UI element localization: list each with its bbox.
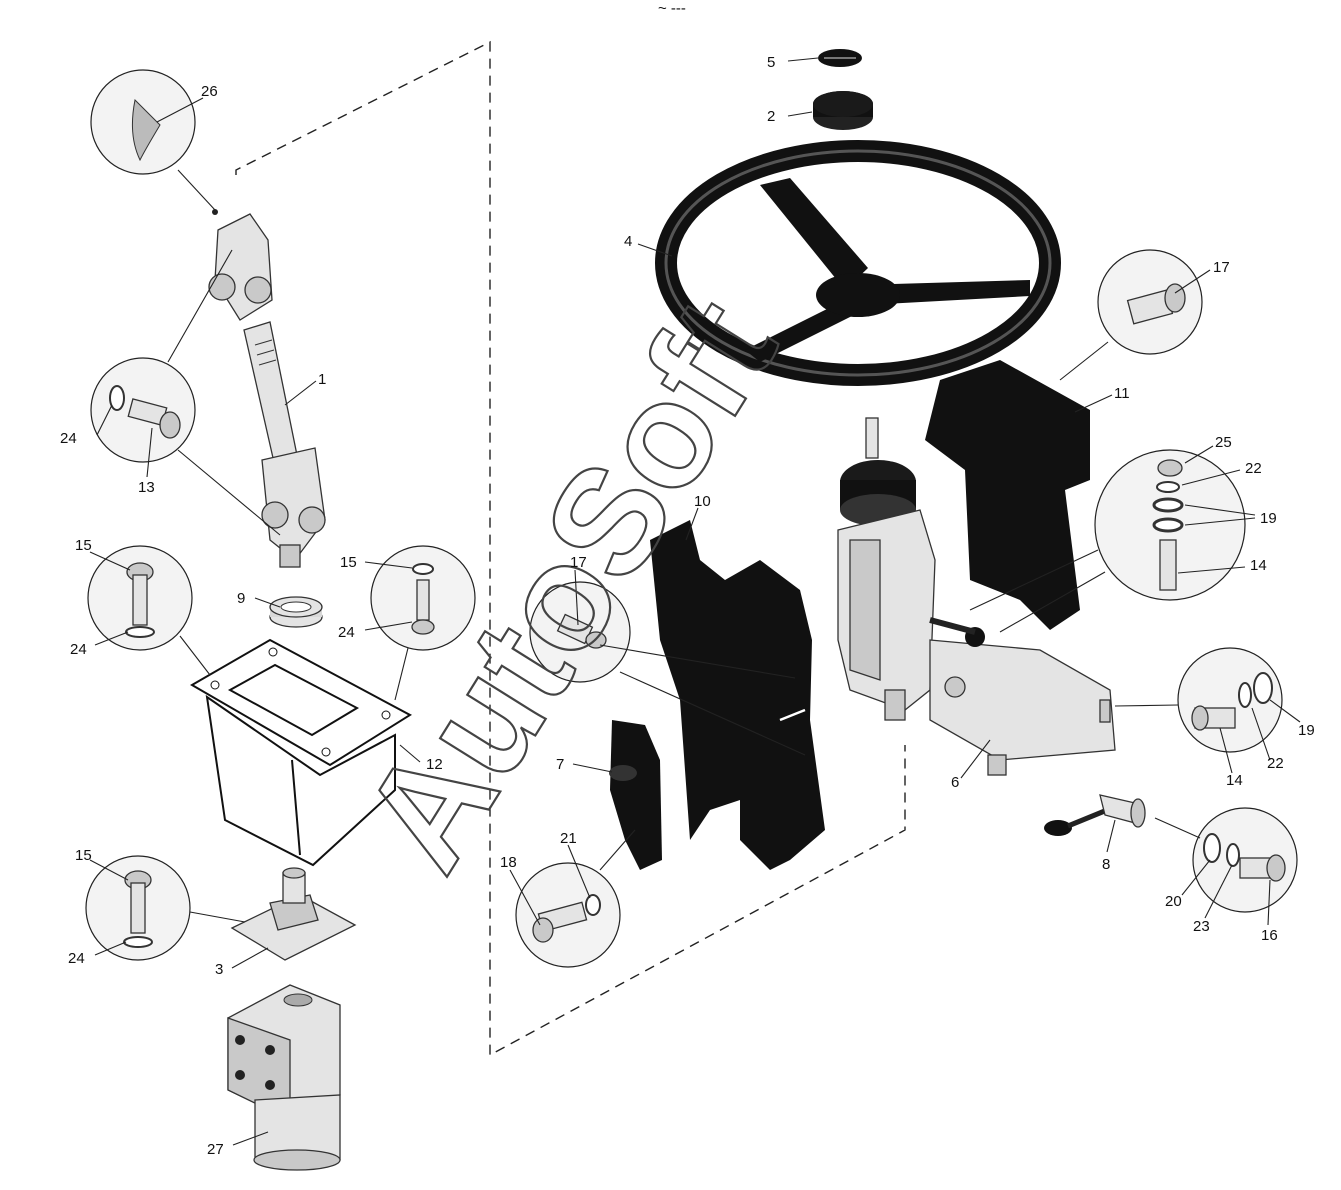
callout-17-b: 17 <box>570 554 587 571</box>
callout-14-a: 14 <box>1250 557 1267 574</box>
callout-6: 6 <box>951 774 959 791</box>
callout-13: 13 <box>138 479 155 496</box>
callout-2: 2 <box>767 108 775 125</box>
left-cover <box>650 520 825 870</box>
callout-24-d: 24 <box>68 950 85 967</box>
assembly-dashed-outline <box>235 40 906 1057</box>
callout-16: 16 <box>1261 927 1278 944</box>
detail-bubble-15-24-left <box>87 545 193 651</box>
callout-pointers <box>89 57 1301 1146</box>
callout-10: 10 <box>694 493 711 510</box>
callout-12: 12 <box>426 756 443 773</box>
detail-bubble-16-20-23 <box>1192 807 1298 913</box>
callout-26: 26 <box>201 83 218 100</box>
callout-21: 21 <box>560 830 577 847</box>
callout-20: 20 <box>1165 893 1182 910</box>
detail-bubble-14-19-22-25 <box>1094 449 1246 601</box>
detail-bubble-17-lower <box>529 581 631 683</box>
callout-15-a: 15 <box>75 537 92 554</box>
callout-9: 9 <box>237 590 245 607</box>
callout-8: 8 <box>1102 856 1110 873</box>
mounting-flange-3 <box>230 867 357 961</box>
steering-column-mechanism <box>837 417 1116 776</box>
callout-labels: 26 1 24 13 15 24 9 15 24 12 15 24 3 27 5… <box>60 54 1315 1158</box>
detail-bubble-17-upper <box>1097 249 1203 355</box>
callout-19-a: 19 <box>1260 510 1277 527</box>
callout-24-a: 24 <box>60 430 77 447</box>
leader-lines <box>167 169 1201 923</box>
callout-25: 25 <box>1215 434 1232 451</box>
callout-23: 23 <box>1193 918 1210 935</box>
callout-22-a: 22 <box>1245 460 1262 477</box>
horn-cap <box>813 91 873 130</box>
detail-bubble-15-24-lower <box>85 855 191 961</box>
callout-14-b: 14 <box>1226 772 1243 789</box>
detail-bubble-18-21 <box>515 862 621 968</box>
steering-wheel <box>655 140 1061 386</box>
cap-emblem <box>818 49 862 67</box>
right-cover <box>925 360 1090 630</box>
callout-27: 27 <box>207 1141 224 1158</box>
callout-11: 11 <box>1114 385 1130 402</box>
cardan-shaft <box>208 209 326 568</box>
callout-7: 7 <box>556 756 564 773</box>
detail-bubble-14-22-19 <box>1177 647 1283 753</box>
bracket-7 <box>609 720 662 870</box>
callout-18: 18 <box>500 854 517 871</box>
callout-17-a: 17 <box>1213 259 1230 276</box>
callout-4: 4 <box>624 233 632 250</box>
callout-24-c: 24 <box>338 624 355 641</box>
header-mark: ~ --- <box>658 0 686 17</box>
steering-pump-27 <box>227 984 341 1171</box>
detail-bubble-13-24 <box>90 357 196 463</box>
callout-15-c: 15 <box>75 847 92 864</box>
detail-bubble-26 <box>90 69 196 175</box>
housing-12 <box>190 638 412 867</box>
callout-15-b: 15 <box>340 554 357 571</box>
callout-5: 5 <box>767 54 775 71</box>
callout-1: 1 <box>318 371 326 388</box>
callout-24-b: 24 <box>70 641 87 658</box>
ring-9 <box>269 596 323 628</box>
callout-22-b: 22 <box>1267 755 1284 772</box>
callout-3: 3 <box>215 961 223 978</box>
callout-19-b: 19 <box>1298 722 1315 739</box>
lever-8 <box>1044 794 1146 836</box>
